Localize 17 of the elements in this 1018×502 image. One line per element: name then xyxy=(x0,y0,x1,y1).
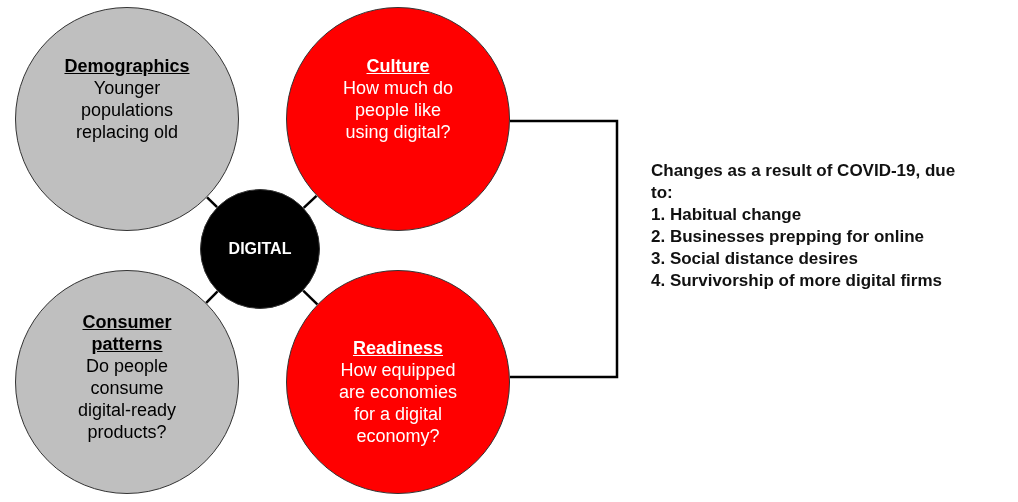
node-heading: Demographics xyxy=(64,55,190,77)
connector-line xyxy=(302,194,318,209)
node-description: How equipped are economies for a digital economy? xyxy=(337,359,459,447)
bracket-connector xyxy=(509,119,619,379)
list-item: 3. Social distance desires xyxy=(651,248,859,270)
list-item: 2. Businesses prepping for online xyxy=(651,226,925,248)
node-description: How much do people like using digital? xyxy=(341,77,455,143)
node-heading: Consumer patterns xyxy=(81,311,173,355)
list-item: 1. Habitual change xyxy=(651,204,803,226)
node-heading: Readiness xyxy=(352,337,443,359)
note-heading: Changes as a result of COVID-19, due to: xyxy=(651,160,957,204)
node-label: DIGITAL xyxy=(228,239,292,259)
node-heading: Culture xyxy=(366,55,430,77)
connector-line xyxy=(302,289,319,306)
list-item: 4. Survivorship of more digital firms xyxy=(651,270,943,292)
node-description: Do people consume digital-ready products? xyxy=(76,355,178,443)
node-description: Younger populations replacing old xyxy=(74,77,180,143)
